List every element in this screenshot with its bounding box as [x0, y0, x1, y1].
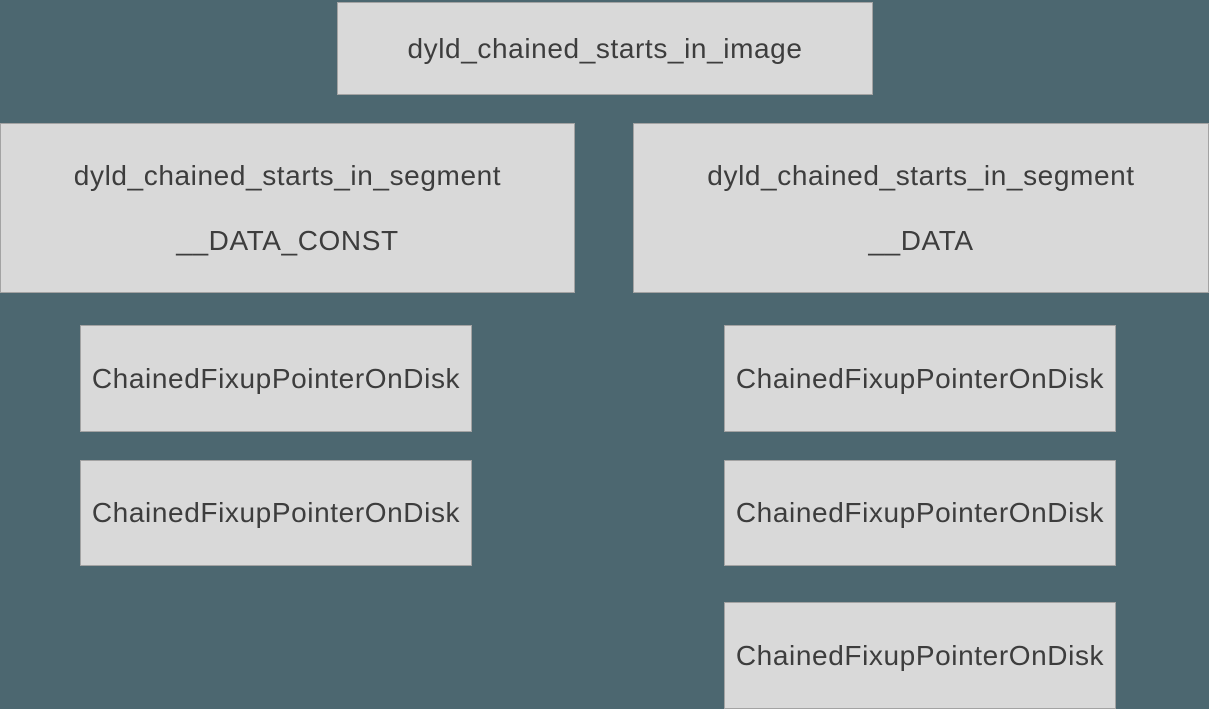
fixup-pointer-box: ChainedFixupPointerOnDisk — [724, 602, 1116, 709]
struct-label: ChainedFixupPointerOnDisk — [91, 497, 461, 528]
struct-label: ChainedFixupPointerOnDisk — [735, 497, 1105, 528]
struct-label: ChainedFixupPointerOnDisk — [91, 362, 461, 394]
fixup-pointer-box: ChainedFixupPointerOnDisk — [80, 460, 472, 566]
struct-box-chained-starts-in-image: dyld_chained_starts_in_image — [337, 2, 873, 95]
fixup-pointer-box: ChainedFixupPointerOnDisk — [724, 460, 1116, 566]
segment-name-label: __DATA — [868, 224, 974, 256]
fixup-pointer-box: ChainedFixupPointerOnDisk — [80, 325, 472, 432]
segment-box-data-const: dyld_chained_starts_in_segment __DATA_CO… — [0, 123, 575, 293]
struct-label: dyld_chained_starts_in_segment — [73, 159, 502, 191]
struct-label: ChainedFixupPointerOnDisk — [735, 362, 1105, 394]
fixup-pointer-box: ChainedFixupPointerOnDisk — [724, 325, 1116, 432]
struct-label: dyld_chained_starts_in_segment — [707, 159, 1135, 191]
segment-name-label: __DATA_CONST — [176, 224, 399, 256]
segment-box-data: dyld_chained_starts_in_segment __DATA — [633, 123, 1209, 293]
struct-label: dyld_chained_starts_in_image — [407, 32, 803, 64]
struct-label: ChainedFixupPointerOnDisk — [735, 639, 1105, 671]
